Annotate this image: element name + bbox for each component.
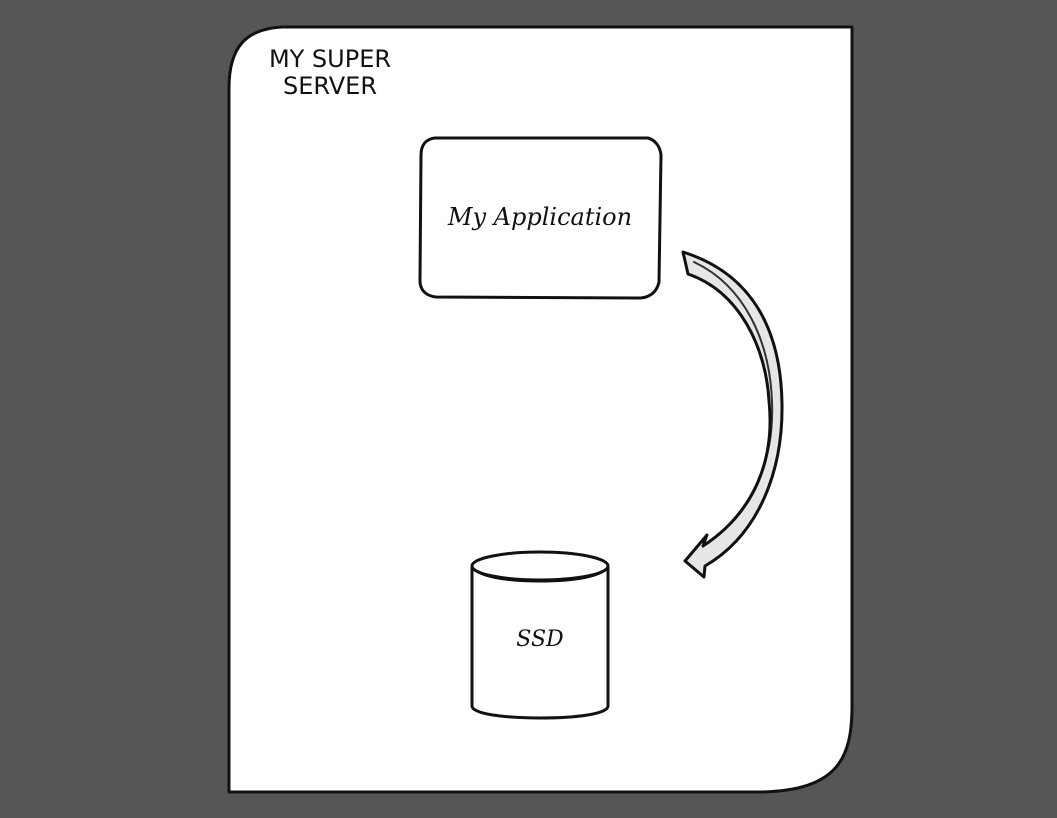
arrow-inner-shadow — [693, 261, 774, 539]
server-title-line-1: MY SUPER — [269, 45, 391, 73]
data-flow-arrow — [681, 250, 784, 579]
ssd-label: SSD — [516, 627, 564, 652]
application-box — [418, 136, 663, 300]
application-label: My Application — [447, 203, 632, 231]
server-title-line-2: SERVER — [283, 72, 377, 100]
ssd-cylinder-top — [470, 550, 610, 582]
server-panel — [227, 25, 854, 794]
server-node: MY SUPER SERVER — [227, 25, 854, 794]
application-node: My Application — [418, 136, 663, 300]
ssd-node: SSD — [470, 550, 610, 720]
